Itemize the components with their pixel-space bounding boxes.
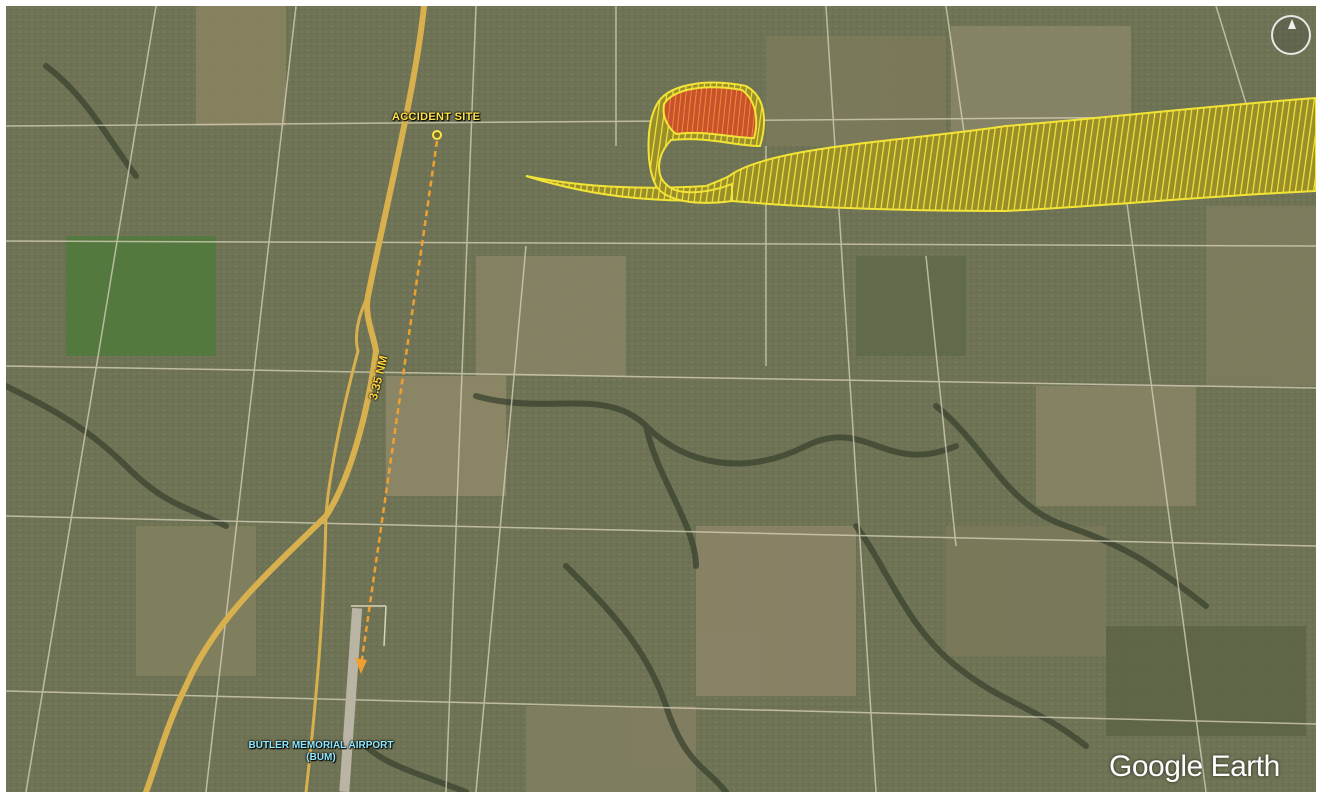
- distance-line: [355, 140, 439, 674]
- google-earth-logo: Google Earth: [1109, 750, 1280, 783]
- accident-site-marker: [432, 130, 442, 140]
- compass-needle-icon: [1288, 19, 1296, 29]
- airport-label-name: BUTLER MEMORIAL AIRPORT: [248, 740, 394, 751]
- map-canvas: [6, 6, 1316, 792]
- highway: [143, 6, 427, 792]
- airport-label: BUTLER MEMORIAL AIRPORT (BUM): [246, 740, 396, 764]
- creeks: [6, 63, 1209, 792]
- accident-site-label: ACCIDENT SITE: [392, 111, 481, 123]
- airport-label-code: (BUM): [306, 752, 336, 763]
- satellite-map[interactable]: ACCIDENT SITE 3.35 NM BUTLER MEMORIAL AI…: [6, 6, 1316, 792]
- field-patches: [66, 6, 1316, 792]
- flight-track: [525, 81, 1316, 213]
- compass-icon[interactable]: [1271, 15, 1311, 55]
